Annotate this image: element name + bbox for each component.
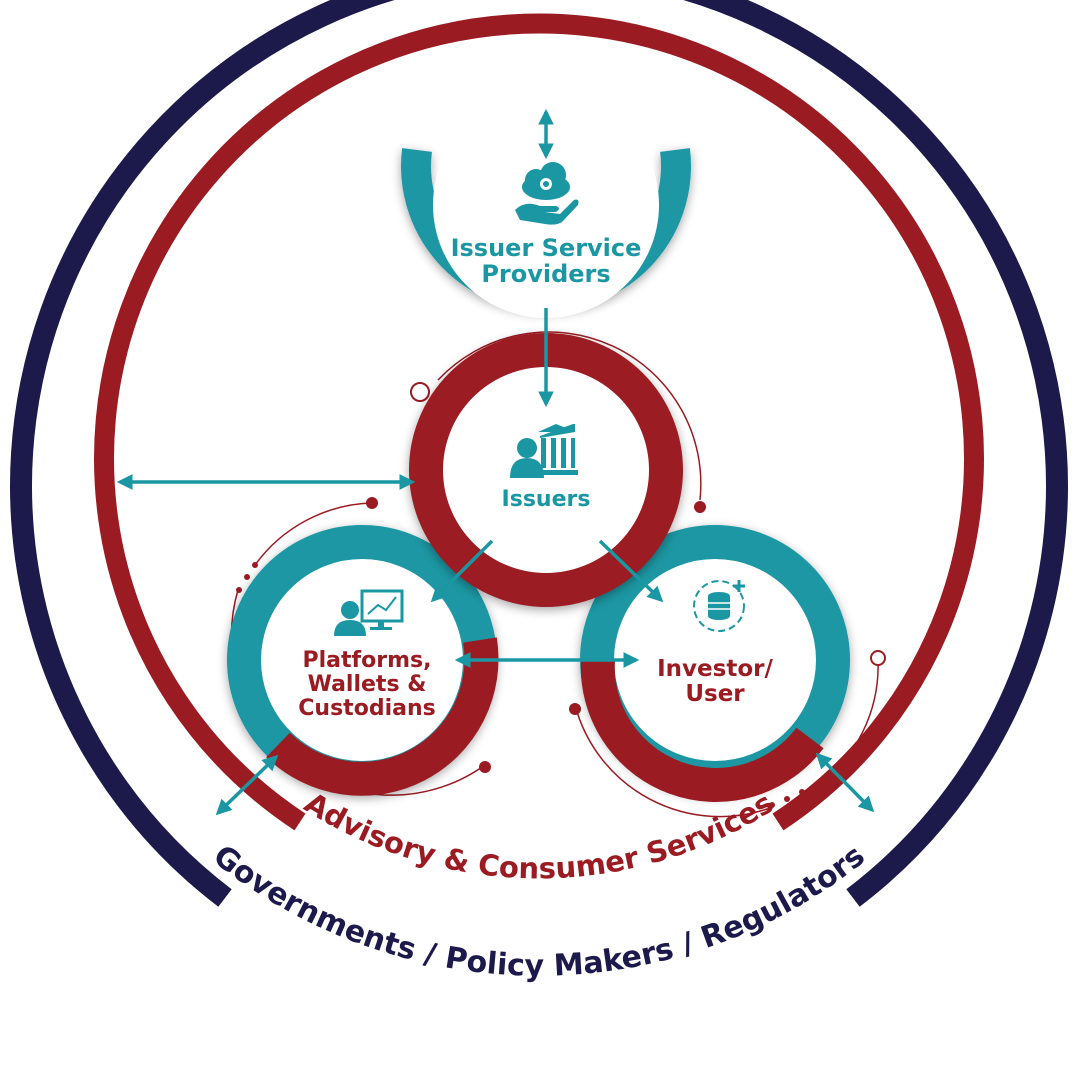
cloud-gear-hand-icon bbox=[515, 162, 579, 225]
issuer-service-providers-node bbox=[401, 92, 691, 318]
inner-ring-arc bbox=[94, 13, 984, 831]
issuers-text: Issuers bbox=[501, 487, 591, 512]
outer-ring-arc bbox=[10, 0, 1068, 907]
issuer-service-providers-label: Issuer Service Providers bbox=[436, 234, 656, 288]
isp-line-1: Issuer Service bbox=[450, 234, 642, 262]
person-chart-screen-icon bbox=[334, 589, 404, 636]
arrow-platforms-ring bbox=[215, 754, 279, 816]
arrow-issuers-to-platforms bbox=[430, 539, 494, 603]
orbit-dots bbox=[236, 382, 886, 808]
platforms-line-2: Wallets & bbox=[307, 671, 427, 697]
issuers-label: Issuers bbox=[476, 488, 616, 512]
platforms-label: Platforms, Wallets & Custodians bbox=[282, 649, 452, 720]
connector-arrows bbox=[116, 108, 875, 816]
investor-line-1: Investor/ bbox=[657, 656, 773, 682]
investor-line-2: User bbox=[685, 680, 745, 707]
platforms-line-1: Platforms, bbox=[302, 648, 432, 673]
investor-label: Investor/ User bbox=[645, 657, 785, 707]
isp-line-2: Providers bbox=[481, 259, 611, 288]
arrow-investor-ring bbox=[815, 752, 875, 813]
investor-node bbox=[580, 525, 850, 802]
database-plus-icon bbox=[693, 580, 745, 632]
platforms-line-3: Custodians bbox=[298, 695, 436, 721]
person-bank-icon bbox=[510, 424, 578, 478]
arrow-issuers-to-investor bbox=[598, 539, 664, 603]
